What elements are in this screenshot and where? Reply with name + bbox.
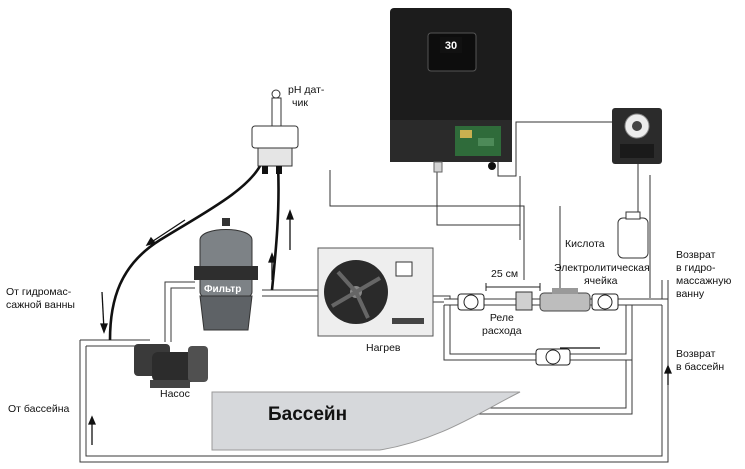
- ph-sensor-assembly: [251, 89, 299, 174]
- label-heater: Нагрев: [366, 342, 401, 354]
- flow-meters: [457, 293, 619, 366]
- hose-lines: [108, 161, 280, 341]
- label-cell-line-1: Электролитическая: [554, 262, 650, 274]
- acid-dosing-pump: [612, 108, 662, 164]
- circulation-pump: [134, 344, 208, 388]
- flow-arrows: [88, 209, 672, 445]
- pool-basin: [211, 391, 521, 451]
- sand-filter: [194, 218, 258, 331]
- label-flow-relay-line-2: расхода: [482, 325, 522, 337]
- label-return-pool-line-2: в бассейн: [676, 361, 725, 373]
- label-return-pool: Возврат в бассейн: [676, 348, 724, 374]
- label-distance: 25 см: [491, 268, 519, 280]
- label-return-spa-line-1: Возврат: [676, 249, 716, 261]
- label-from-pool: От бассейна: [8, 403, 70, 415]
- label-return-spa-line-3: массажную: [676, 275, 732, 287]
- label-flow-relay-line-1: Реле: [489, 312, 514, 324]
- salt-chlorinator-controller: [390, 8, 512, 173]
- label-cell-line-2: ячейка: [584, 275, 618, 287]
- label-electrolytic-cell: Электролитическая ячейка: [554, 262, 650, 288]
- label-return-spa-line-2: в гидро-: [676, 262, 716, 274]
- label-from-spa-line-2: сажной ванны: [6, 299, 75, 311]
- label-ph-sensor-line-2: чик: [292, 97, 308, 109]
- label-flow-relay: Реле расхода: [482, 312, 522, 338]
- acid-canister: [617, 211, 649, 259]
- label-from-spa: От гидромас- сажной ванны: [6, 286, 75, 312]
- label-ph-sensor: pH дат- чик: [288, 84, 324, 110]
- label-return-spa: Возврат в гидро- массажную ванну: [676, 249, 731, 301]
- label-filter: Фильтр: [204, 284, 242, 295]
- label-from-spa-line-1: От гидромас-: [6, 286, 72, 298]
- controller-display-value: 30: [445, 40, 457, 52]
- label-acid: Кислота: [565, 238, 605, 250]
- heat-pump: [317, 247, 434, 337]
- signal-cables: [329, 121, 651, 298]
- label-return-spa-line-4: ванну: [676, 288, 705, 300]
- electrolytic-cell: [539, 288, 591, 312]
- label-pool: Бассейн: [268, 404, 348, 425]
- label-return-pool-line-1: Возврат: [676, 348, 716, 360]
- flow-switch: [515, 291, 533, 311]
- dimension-marker: [485, 283, 541, 291]
- label-ph-sensor-line-1: pH дат-: [288, 84, 325, 96]
- label-pump: Насос: [160, 388, 190, 400]
